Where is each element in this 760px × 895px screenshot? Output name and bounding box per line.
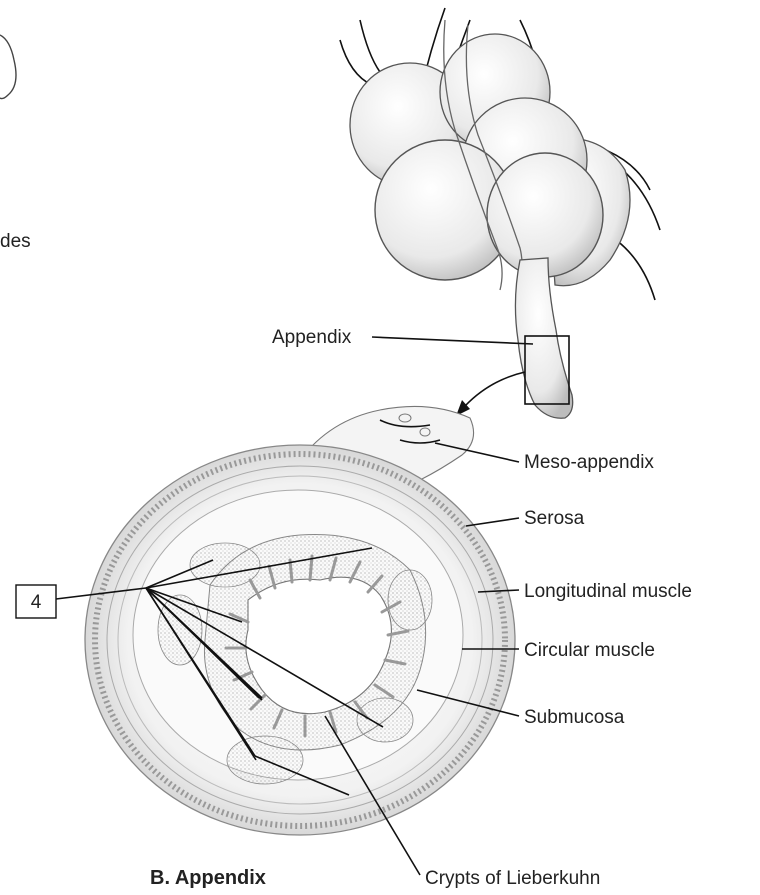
figure-caption: B. Appendix bbox=[150, 867, 266, 889]
callout-number-4: 4 bbox=[31, 592, 42, 613]
cecum-drawing bbox=[340, 8, 660, 418]
cropped-label-fragment: des bbox=[0, 231, 31, 252]
cropped-figure-outline bbox=[0, 35, 16, 99]
appendix-cross-section bbox=[85, 406, 515, 835]
magnification-arrow bbox=[465, 372, 525, 406]
label-longitudinal-muscle: Longitudinal muscle bbox=[524, 581, 692, 602]
leader-appendix bbox=[372, 337, 533, 344]
label-serosa: Serosa bbox=[524, 508, 585, 529]
label-appendix: Appendix bbox=[272, 327, 352, 348]
label-crypts: Crypts of Lieberkuhn bbox=[425, 868, 600, 889]
label-submucosa: Submucosa bbox=[524, 707, 625, 728]
label-meso-appendix: Meso-appendix bbox=[524, 452, 654, 473]
label-circular-muscle: Circular muscle bbox=[524, 640, 655, 661]
leader-serosa bbox=[466, 518, 519, 526]
